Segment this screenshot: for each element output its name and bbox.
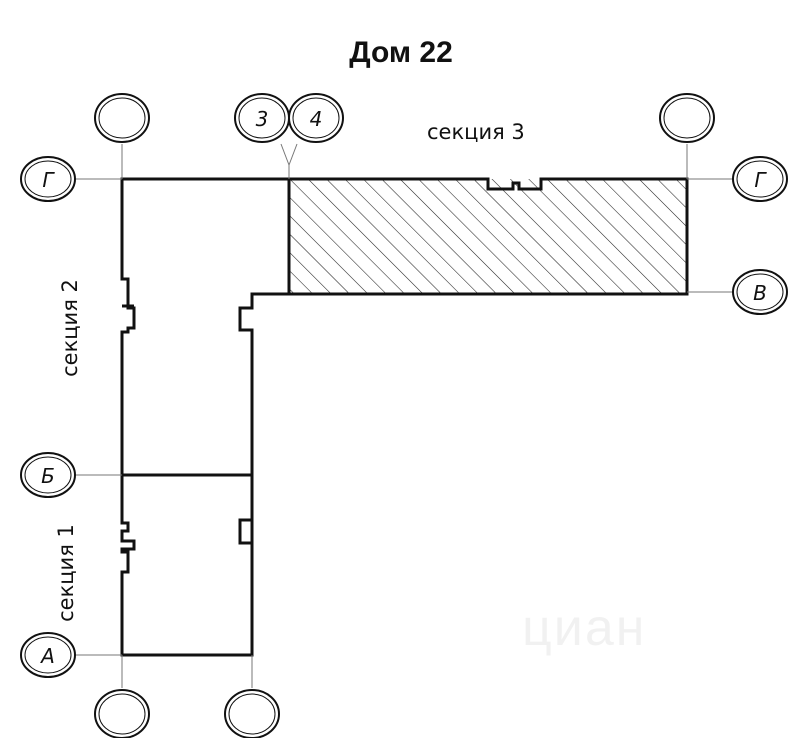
section-2-label: секция 2 [58,279,82,377]
axis-label-a-left: А [39,644,55,668]
axis-label-v-right: В [753,281,767,305]
watermark-logo: циан [522,599,647,657]
axis-bubble-a-left: А [20,632,76,678]
section-1-label: секция 1 [54,524,78,622]
section-3-label: секция 3 [427,120,525,144]
axis-lines [76,143,733,688]
section-3-hatched-area [289,179,687,294]
axis-label-top-4: 4 [310,107,323,131]
axis-label-top-3: 3 [256,107,269,131]
axis-bubble-bottom-1 [94,689,150,738]
axis-label-g-left: Г [42,168,55,192]
building-outline [120,177,689,657]
axis-bubble-top-3: 3 [234,93,290,143]
axis-bubble-top-1 [94,93,150,143]
axis-bubble-g-right: Г [732,156,788,202]
axis-bubble-top-5 [659,93,715,143]
axis-bubble-v-right: В [732,269,788,315]
diagram-title: Дом 22 [349,36,453,69]
axis-label-g-right: Г [754,168,767,192]
axis-bubble-g-left: Г [20,156,76,202]
axis-bubble-top-4: 4 [288,93,344,143]
axis-label-b-left: Б [41,464,55,488]
axis-bubble-b-left: Б [20,452,76,498]
axis-bubble-bottom-2 [224,689,280,738]
